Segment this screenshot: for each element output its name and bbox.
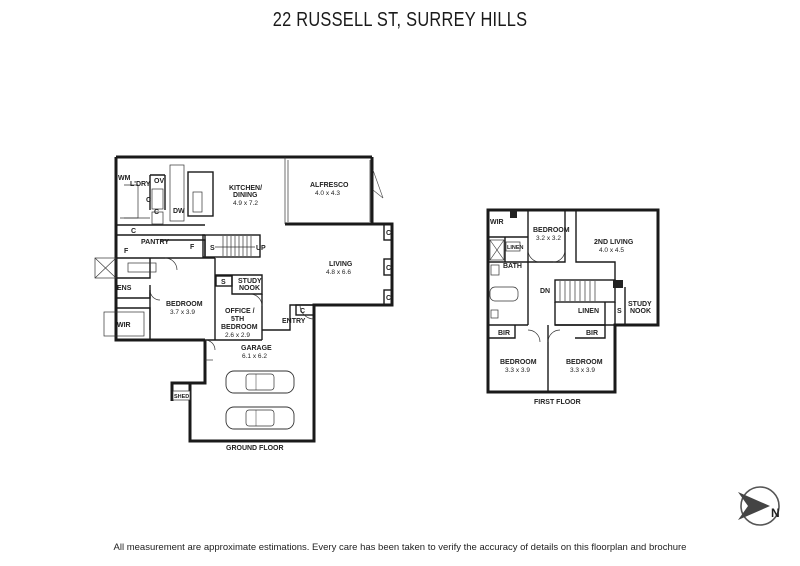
room-label: DINING xyxy=(233,192,258,199)
first-floor-plan xyxy=(486,208,660,394)
room-label: BIR xyxy=(498,330,510,337)
car-icon xyxy=(225,406,295,430)
room-label: 5TH xyxy=(231,316,244,323)
room-label: S xyxy=(221,279,226,286)
disclaimer-text: All measurement are approximate estimati… xyxy=(113,542,687,553)
north-arrow-icon: N xyxy=(738,486,780,526)
compass-letter: N xyxy=(771,506,780,520)
room-label: LIVING xyxy=(329,261,353,268)
room-label: PANTRY xyxy=(141,239,169,246)
room-label: BEDROOM xyxy=(500,359,537,366)
room-dimension: 3.2 x 3.2 xyxy=(536,235,561,242)
room-label: UP xyxy=(256,245,266,252)
room-label: STUDY xyxy=(628,301,652,308)
room-label: LINEN xyxy=(507,245,524,251)
page-title: 22 RUSSELL ST, SURREY HILLS xyxy=(272,9,528,31)
room-label: NOOK xyxy=(630,308,651,315)
room-dimension: 3.3 x 3.9 xyxy=(505,367,530,374)
room-label: GARAGE xyxy=(241,345,272,352)
room-label: C xyxy=(131,228,136,235)
room-label: NOOK xyxy=(239,285,260,292)
room-label: S xyxy=(617,308,622,315)
room-dimension: 3.3 x 3.9 xyxy=(570,367,595,374)
room-label: LINEN xyxy=(578,308,599,315)
room-label: OFFICE / xyxy=(225,308,255,315)
room-label: BEDROOM xyxy=(566,359,603,366)
floor-label: GROUND FLOOR xyxy=(226,445,284,452)
car-icon xyxy=(225,370,295,394)
room-label: C xyxy=(146,197,151,204)
closet-label: C xyxy=(386,265,391,272)
room-label: STUDY xyxy=(238,278,262,285)
room-label: BEDROOM xyxy=(221,324,258,331)
room-dimension: 4.0 x 4.5 xyxy=(599,247,624,254)
room-dimension: 6.1 x 6.2 xyxy=(242,353,267,360)
room-label: BEDROOM xyxy=(533,227,570,234)
room-dimension: 3.7 x 3.9 xyxy=(170,309,195,316)
room-label: OV xyxy=(154,178,164,185)
room-label: F xyxy=(190,244,195,251)
room-label: SHED xyxy=(174,394,189,400)
floor-label: FIRST FLOOR xyxy=(534,399,581,406)
closet-label: C xyxy=(300,308,305,315)
room-label: BIR xyxy=(586,330,598,337)
room-label: F xyxy=(124,248,129,255)
room-label: ENS xyxy=(117,285,132,292)
room-label: WIR xyxy=(490,219,504,226)
room-label: WM xyxy=(118,175,131,182)
room-label: BATH xyxy=(503,263,522,270)
room-label: L'DRY xyxy=(130,181,151,188)
room-label: ENTRY xyxy=(282,318,306,325)
room-label: 2ND LIVING xyxy=(594,239,634,246)
room-dimension: 4.8 x 6.6 xyxy=(326,269,351,276)
room-dimension: 4.9 x 7.2 xyxy=(233,200,258,207)
room-label: BEDROOM xyxy=(166,301,203,308)
room-label: WIR xyxy=(117,322,131,329)
closet-label: C xyxy=(386,295,391,302)
room-dimension: 2.6 x 2.9 xyxy=(225,332,250,339)
room-label: KITCHEN/ xyxy=(229,185,262,192)
room-dimension: 4.0 x 4.3 xyxy=(315,190,340,197)
closet-label: C xyxy=(154,209,159,216)
closet-label: C xyxy=(386,230,391,237)
room-label: DW xyxy=(173,208,185,215)
room-label: ALFRESCO xyxy=(310,182,349,189)
ground-floor-plan xyxy=(94,155,394,443)
room-label: S xyxy=(210,245,215,252)
room-label: DN xyxy=(540,288,550,295)
